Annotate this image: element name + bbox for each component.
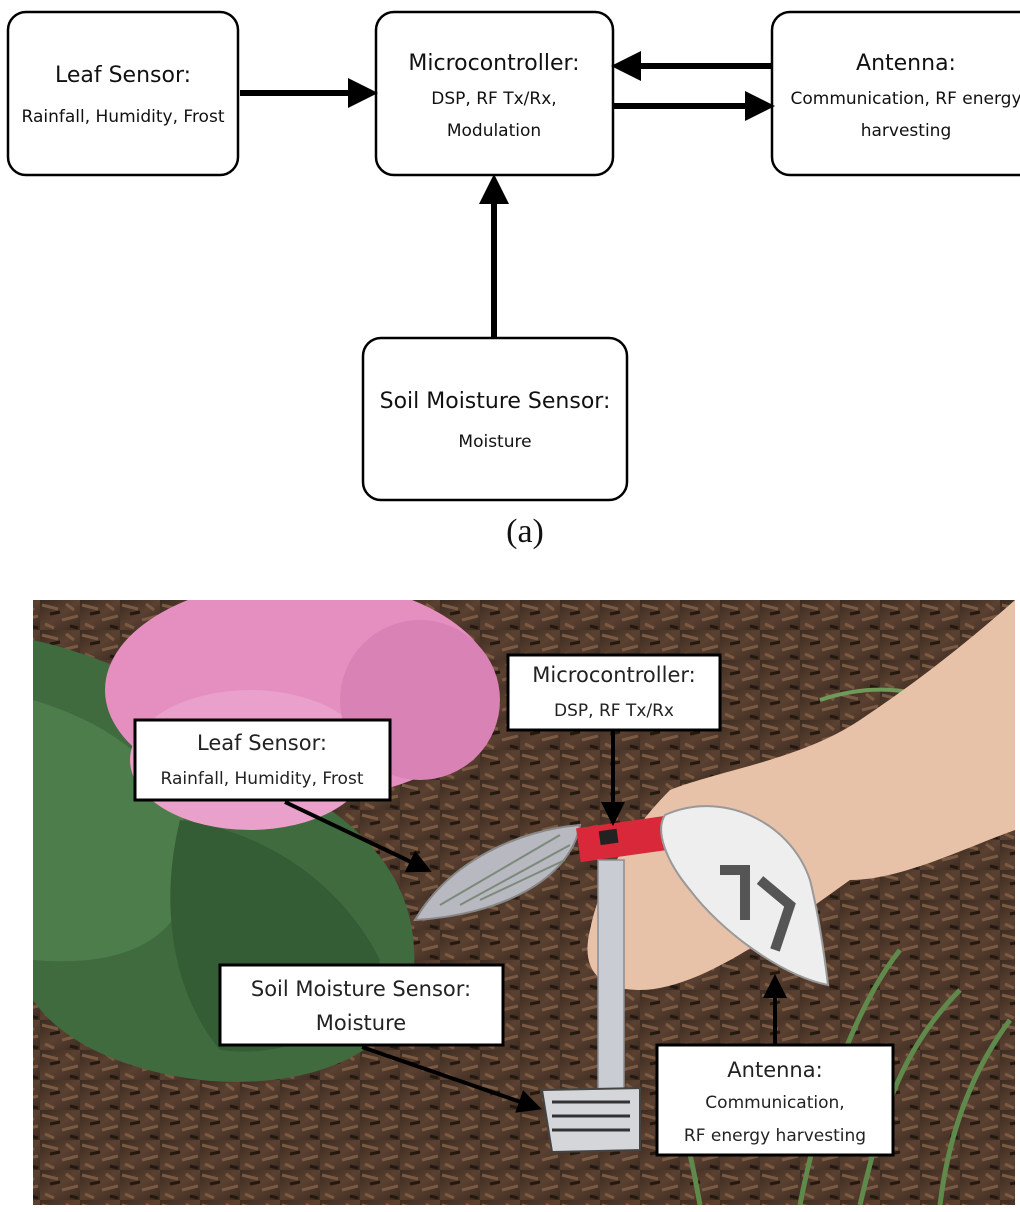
photo-soil-desc: Moisture bbox=[316, 1011, 406, 1035]
photo-antenna-desc-2: RF energy harvesting bbox=[684, 1126, 866, 1146]
leaf-sensor-block: Leaf Sensor: Rainfall, Humidity, Frost bbox=[6, 10, 240, 177]
photo-micro-desc: DSP, RF Tx/Rx bbox=[554, 701, 674, 721]
leaf-sensor-title: Leaf Sensor: bbox=[55, 63, 191, 88]
prototype-photo: Leaf Sensor: Rainfall, Humidity, Frost M… bbox=[33, 600, 1015, 1205]
caption-a: (a) bbox=[506, 513, 544, 550]
soil-sensor-desc: Moisture bbox=[458, 432, 531, 452]
microcontroller-desc-2: Modulation bbox=[447, 121, 541, 141]
photo-label-leaf-sensor: Leaf Sensor: Rainfall, Humidity, Frost bbox=[133, 718, 392, 802]
soil-sensor-block: Soil Moisture Sensor: Moisture bbox=[361, 336, 629, 502]
photo-label-antenna: Antenna: Communication, RF energy harves… bbox=[655, 1043, 895, 1157]
photo-leaf-title: Leaf Sensor: bbox=[197, 731, 327, 755]
photo-antenna-desc-1: Communication, bbox=[705, 1093, 844, 1113]
photo-antenna-title: Antenna: bbox=[727, 1058, 822, 1082]
antenna-title: Antenna: bbox=[856, 51, 956, 76]
leaf-sensor-desc: Rainfall, Humidity, Frost bbox=[22, 107, 225, 127]
photo-micro-title: Microcontroller: bbox=[532, 663, 695, 687]
photo-arrow-leaf bbox=[284, 800, 432, 873]
antenna-block: Antenna: Communication, RF energy harves… bbox=[770, 10, 1020, 177]
photo-label-microcontroller: Microcontroller: DSP, RF Tx/Rx bbox=[506, 653, 722, 732]
microcontroller-block: Microcontroller: DSP, RF Tx/Rx, Modulati… bbox=[374, 10, 615, 177]
microcontroller-title: Microcontroller: bbox=[408, 51, 579, 76]
photo-label-soil-sensor: Soil Moisture Sensor: Moisture bbox=[218, 963, 505, 1047]
soil-sensor-title: Soil Moisture Sensor: bbox=[380, 389, 611, 414]
photo-arrow-soil bbox=[361, 1045, 542, 1113]
antenna-desc-2: harvesting bbox=[861, 121, 952, 141]
block-diagram: Leaf Sensor: Rainfall, Humidity, Frost M… bbox=[6, 10, 1020, 550]
microcontroller-desc-1: DSP, RF Tx/Rx, bbox=[431, 89, 556, 109]
antenna-desc-1: Communication, RF energy bbox=[790, 89, 1020, 109]
photo-leaf-desc: Rainfall, Humidity, Frost bbox=[161, 769, 364, 789]
photo-soil-title: Soil Moisture Sensor: bbox=[251, 977, 471, 1001]
